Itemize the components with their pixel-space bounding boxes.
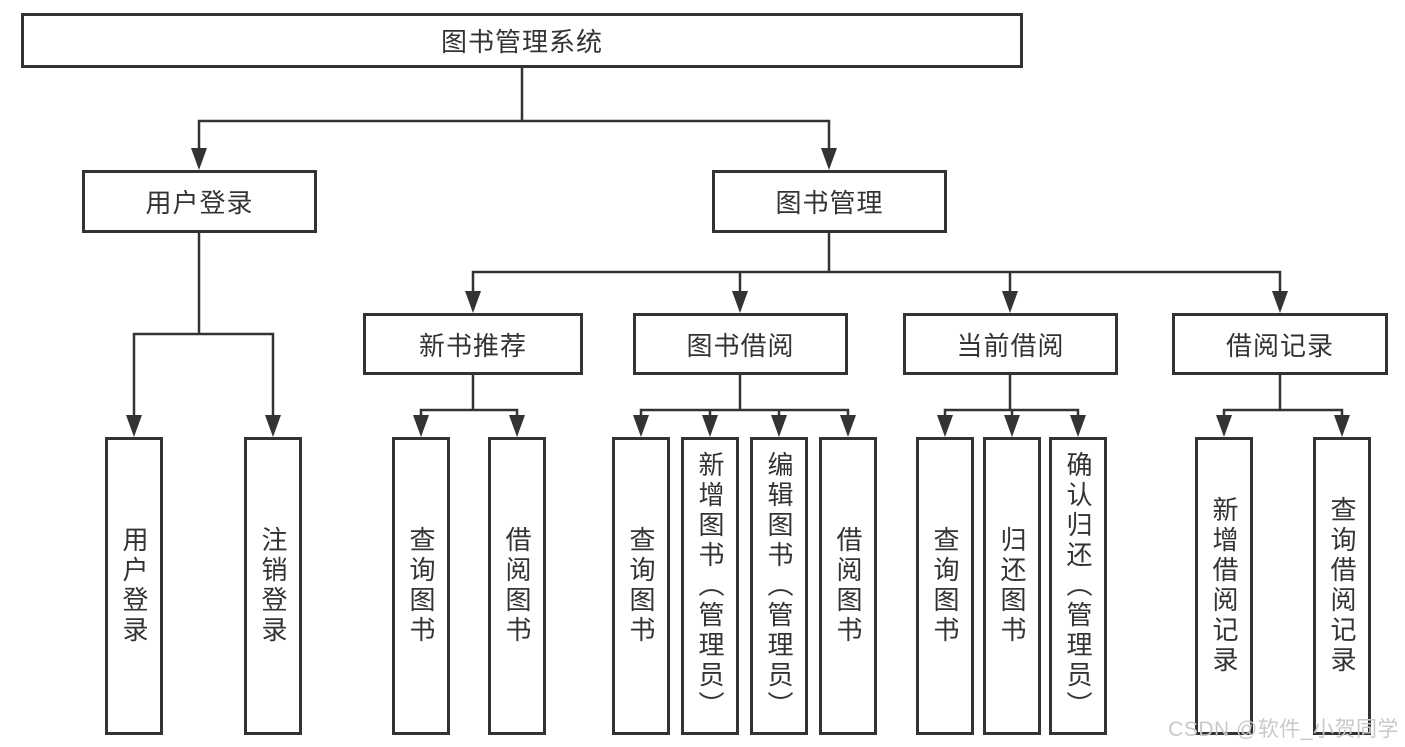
arrowheads: [126, 148, 1350, 437]
node-current-borrow-label: 当前借阅: [956, 330, 1065, 361]
node-book-borrow-label: 图书借阅: [686, 330, 795, 361]
node-new-book-recommend-label: 新书推荐: [418, 330, 527, 361]
leaf-add-books-admin-label: 新增图书（管理员）: [695, 451, 725, 721]
leaf-edit-books-admin-label: 编辑图书（管理员）: [764, 451, 794, 721]
node-user-login-label: 用户登录: [145, 188, 254, 218]
node-current-borrow: 当前借阅: [903, 313, 1118, 375]
leaf-confirm-return-admin-label: 确认归还（管理员）: [1063, 451, 1093, 721]
node-borrow-records-label: 借阅记录: [1225, 330, 1334, 361]
leaf-borrow-books-label: 借阅图书: [833, 526, 863, 646]
node-user-login: 用户登录: [82, 170, 317, 233]
leaf-return-books-label: 归还图书: [997, 526, 1027, 646]
node-borrow-records: 借阅记录: [1172, 313, 1388, 375]
node-book-borrow: 图书借阅: [633, 313, 848, 375]
leaf-query-books-recommend-label: 查询图书: [406, 526, 436, 646]
leaf-logout: 注销登录: [244, 437, 302, 735]
leaf-edit-books-admin: 编辑图书（管理员）: [750, 437, 808, 735]
leaf-confirm-return-admin: 确认归还（管理员）: [1049, 437, 1107, 735]
leaf-query-borrow-record-label: 查询借阅记录: [1327, 496, 1357, 676]
leaf-logout-label: 注销登录: [258, 526, 288, 646]
node-root-label: 图书管理系统: [440, 27, 603, 57]
leaf-user-login: 用户登录: [105, 437, 163, 735]
leaf-add-books-admin: 新增图书（管理员）: [681, 437, 739, 735]
node-book-management-label: 图书管理: [775, 188, 884, 218]
leaf-query-books-current-label: 查询图书: [930, 526, 960, 646]
node-root: 图书管理系统: [21, 13, 1023, 68]
node-new-book-recommend: 新书推荐: [363, 313, 583, 375]
leaf-query-books-borrow: 查询图书: [612, 437, 670, 735]
leaf-query-books-borrow-label: 查询图书: [626, 526, 656, 646]
node-book-management: 图书管理: [712, 170, 947, 233]
leaf-borrow-books-recommend: 借阅图书: [488, 437, 546, 735]
csdn-watermark: CSDN @软件_小贺同学: [1168, 718, 1399, 741]
leaf-add-borrow-record: 新增借阅记录: [1195, 437, 1253, 735]
leaf-query-borrow-record: 查询借阅记录: [1313, 437, 1371, 735]
leaf-borrow-books: 借阅图书: [819, 437, 877, 735]
leaf-query-books-recommend: 查询图书: [392, 437, 450, 735]
leaf-user-login-label: 用户登录: [119, 526, 149, 646]
leaf-query-books-current: 查询图书: [916, 437, 974, 735]
leaf-return-books: 归还图书: [983, 437, 1041, 735]
leaf-add-borrow-record-label: 新增借阅记录: [1209, 496, 1239, 676]
leaf-borrow-books-recommend-label: 借阅图书: [502, 526, 532, 646]
